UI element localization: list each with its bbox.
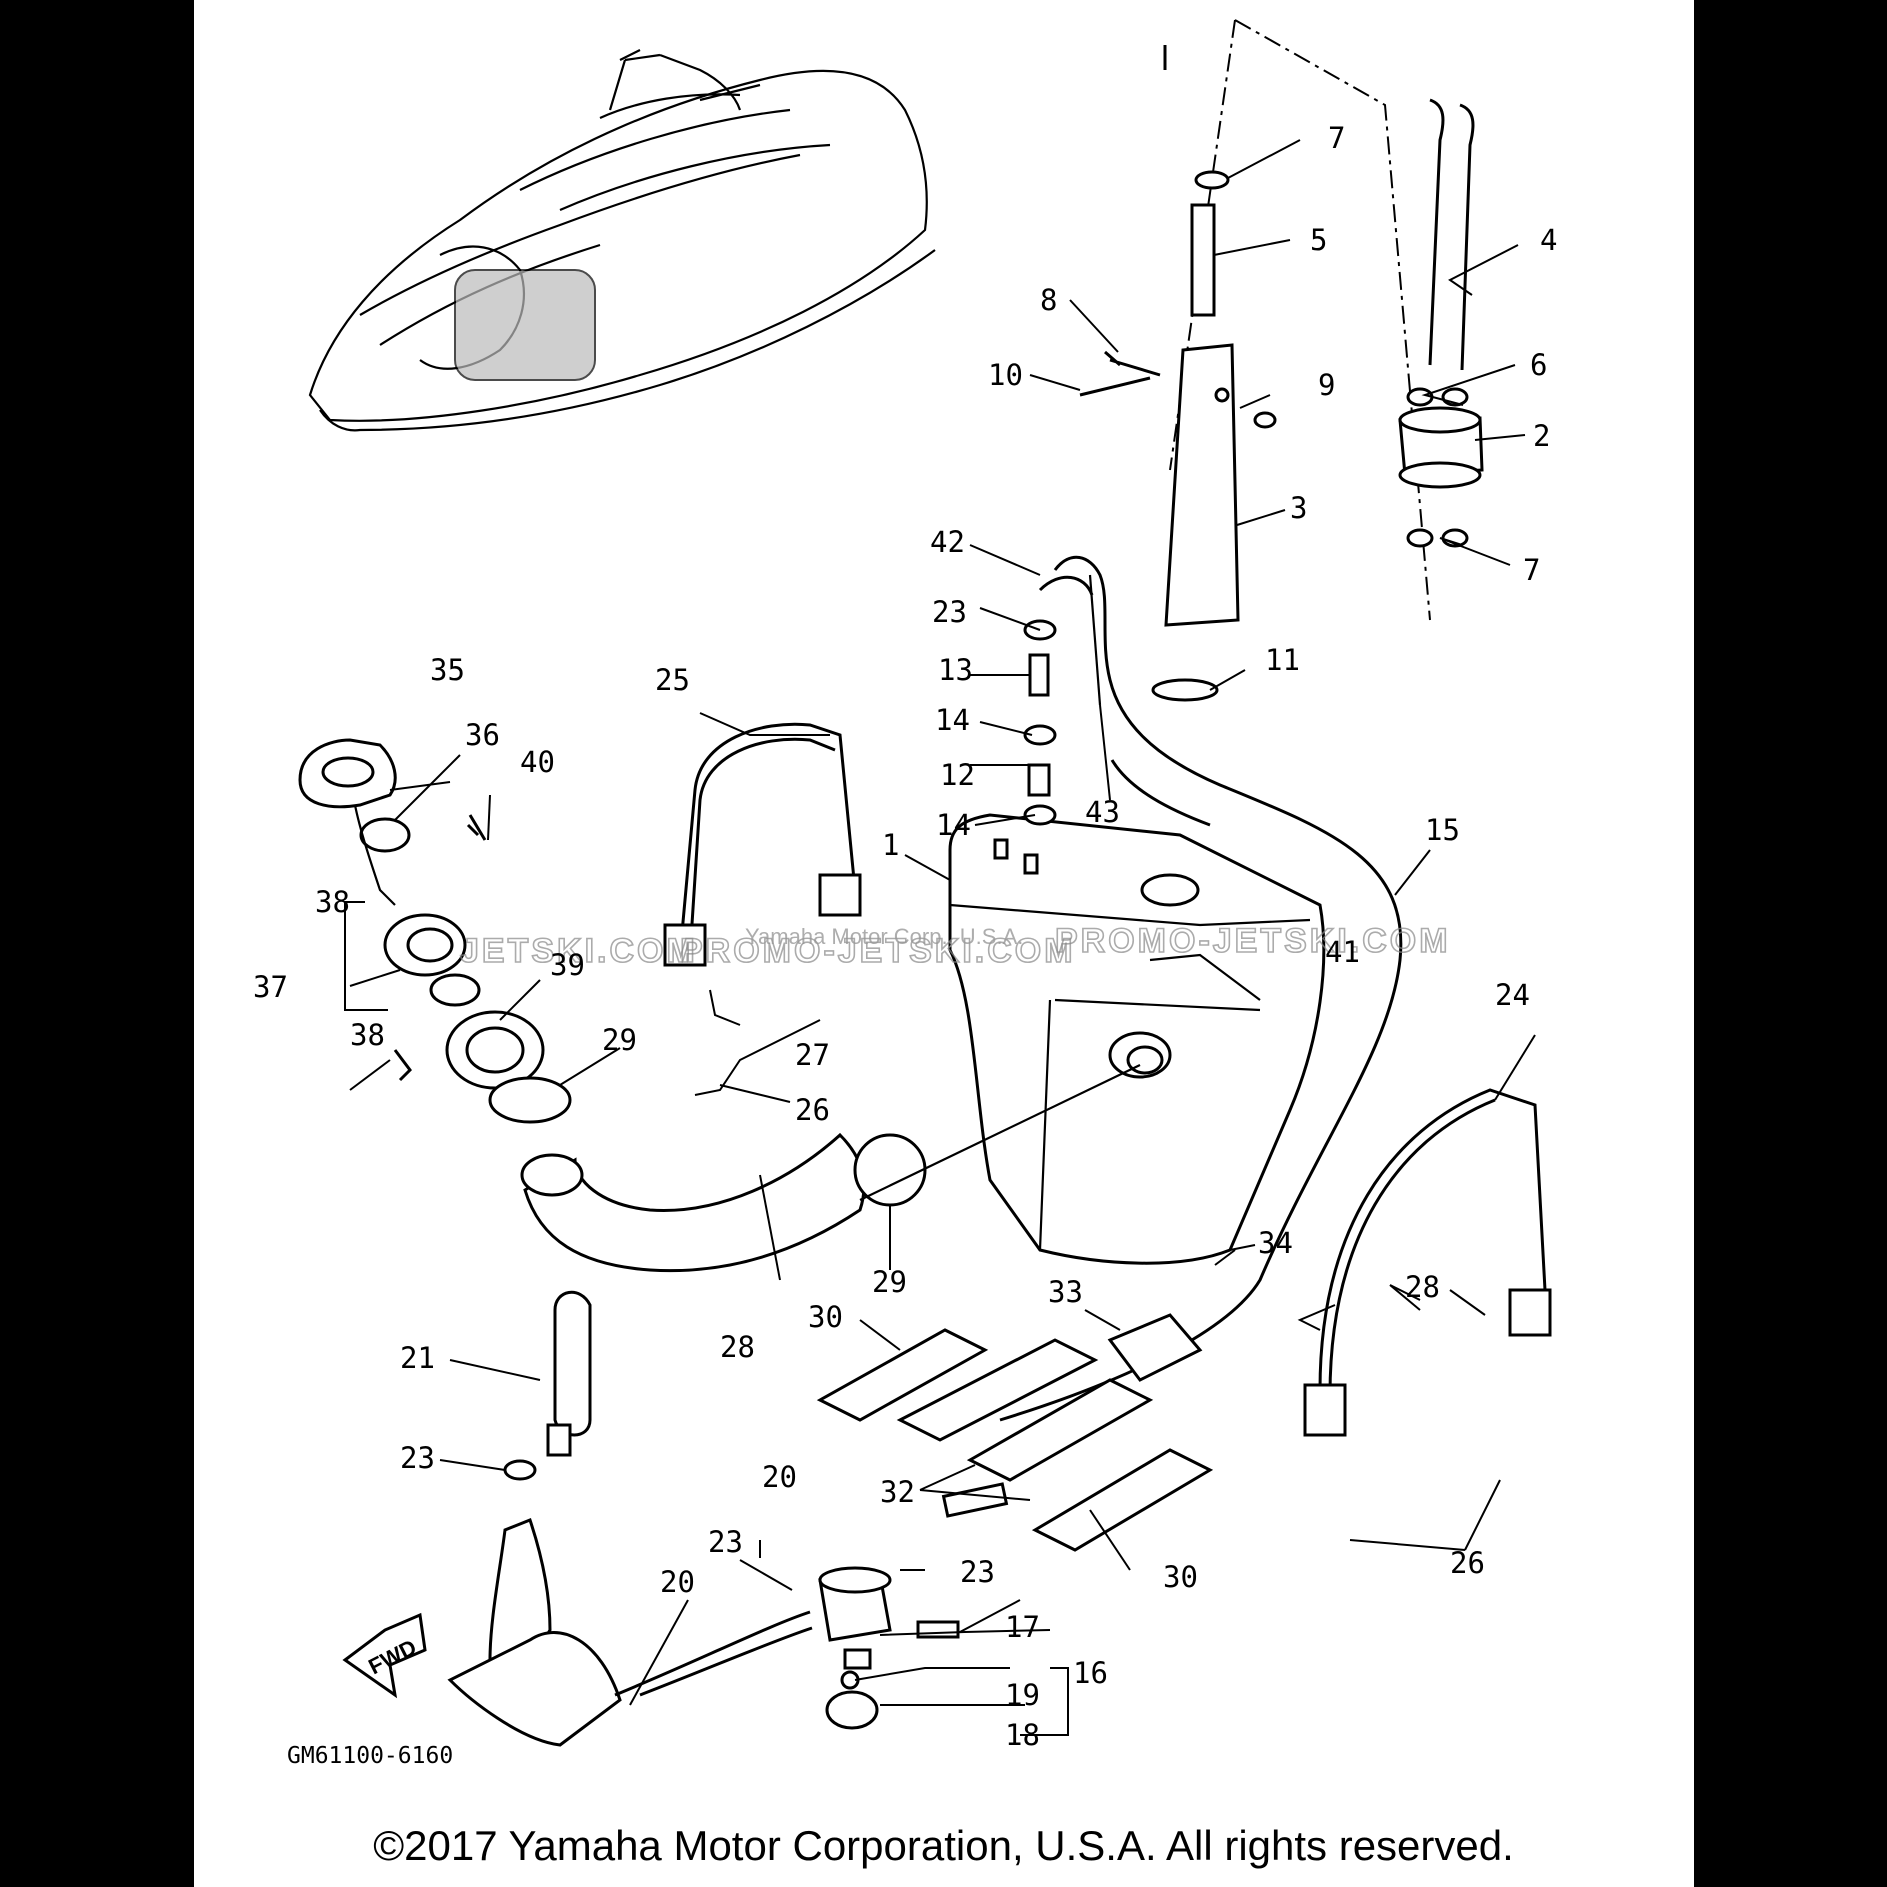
callout-16: 16 — [1073, 1656, 1108, 1690]
callout-29a: 29 — [602, 1023, 637, 1057]
callout-28: 28 — [720, 1330, 755, 1364]
callout-31: 32 — [880, 1475, 915, 1509]
callout-24: 24 — [1495, 978, 1530, 1012]
fuel-filler-tube — [1079, 19, 1431, 627]
watermark-3: PROMO-JETSKI.COM — [1055, 922, 1451, 960]
filler-cap-assembly — [298, 738, 572, 1124]
watermark-1: JETSKI.COM — [460, 932, 698, 970]
callout-37: 38 — [315, 885, 350, 919]
filler-pipe-3 — [1164, 343, 1240, 627]
band-11 — [1151, 678, 1219, 702]
callout-10: 10 — [988, 358, 1023, 392]
filler-hose-28 — [520, 1064, 1141, 1273]
callout-42: 42 — [930, 525, 965, 559]
callout-3: 3 — [1290, 491, 1307, 525]
callout-14a: 14 — [935, 703, 970, 737]
pads — [816, 1328, 1214, 1552]
callout-5: 5 — [1310, 223, 1327, 257]
callout-9: 9 — [1318, 368, 1335, 402]
callout-43: 43 — [1085, 795, 1120, 829]
tank-band-25 — [663, 722, 862, 967]
callout-2: 2 — [1533, 419, 1550, 453]
callout-27a: 27 — [795, 1038, 830, 1072]
fuel-filter-22 — [447, 1290, 622, 1747]
callout-17: 17 — [1005, 1610, 1040, 1644]
clamp-7-top — [1194, 170, 1230, 190]
callout-6: 6 — [1530, 348, 1547, 382]
callout-22: 21 — [400, 1341, 435, 1375]
callout-41: 41 — [1325, 935, 1360, 969]
callouts: 7 5 4 6 2 3 7 8 9 10 42 23 11 13 14 12 4… — [253, 121, 1557, 1769]
callout-38: 38 — [350, 1018, 385, 1052]
leader-lines — [344, 139, 1536, 1736]
o-ring-35 — [359, 817, 411, 853]
callout-27b: 28 — [1405, 1270, 1440, 1304]
pad-31-b — [966, 1378, 1154, 1482]
pad-30-left — [816, 1328, 989, 1422]
callout-20: 20 — [762, 1460, 797, 1494]
callout-39: 39 — [550, 948, 585, 982]
callout-11: 11 — [1265, 643, 1300, 677]
callout-8: 8 — [1040, 283, 1057, 317]
callout-23c: 23 — [960, 1555, 995, 1589]
fwd-arrow-icon — [342, 1612, 427, 1699]
fittings-stack — [1023, 619, 1057, 826]
callout-4: 4 — [1540, 223, 1557, 257]
callout-15: 15 — [1425, 813, 1460, 847]
callout-35: 36 — [465, 718, 500, 752]
callout-23d: 23 — [708, 1525, 743, 1559]
callout-14b: 14 — [936, 808, 971, 842]
callout-26a: 26 — [795, 1093, 830, 1127]
hose-5 — [1190, 203, 1216, 317]
callout-34: 35 — [430, 653, 465, 687]
pad-31-a — [896, 1338, 1099, 1442]
breather-assembly — [1398, 98, 1484, 548]
callout-7b: 7 — [1523, 553, 1540, 587]
fuel-strainer-16 — [614, 1566, 960, 1730]
callout-32: 33 — [1048, 1275, 1083, 1309]
clamp-29-upper — [488, 1076, 572, 1124]
callout-30b: 30 — [1163, 1560, 1198, 1594]
fuel-tank-1 — [948, 678, 1326, 1265]
cap-18 — [825, 1690, 879, 1730]
callout-7: 7 — [1328, 121, 1345, 155]
callout-12: 12 — [940, 758, 975, 792]
watermark-4: Yamaha Motor Corp., U.S.A. — [745, 924, 1023, 949]
callout-23a: 23 — [932, 595, 967, 629]
callout-1: 1 — [882, 828, 899, 862]
vent-hose — [941, 555, 1403, 1518]
callout-18: 18 — [1005, 1718, 1040, 1752]
drawing-code: GM61100-6160 — [287, 1743, 453, 1769]
watercraft-overview-drawing — [308, 49, 936, 432]
clamp-29-lower — [853, 1133, 927, 1207]
callout-33: 34 — [1258, 1226, 1293, 1260]
callout-26b: 26 — [1450, 1546, 1485, 1580]
pad-30-right — [1031, 1448, 1214, 1552]
callout-29b: 29 — [872, 1265, 907, 1299]
callout-19: 19 — [1005, 1678, 1040, 1712]
callout-30a: 30 — [808, 1300, 843, 1334]
tank-band-24 — [1303, 1088, 1552, 1437]
callout-23b: 23 — [400, 1441, 435, 1475]
callout-13: 13 — [938, 653, 973, 687]
copyright-notice: ©2017 Yamaha Motor Corporation, U.S.A. A… — [373, 1822, 1514, 1869]
callout-36: 37 — [253, 970, 288, 1004]
watermark-2: PROMO-JETSKI.COM — [680, 932, 1076, 970]
callout-25: 25 — [655, 663, 690, 697]
bracket-32 — [1107, 1313, 1203, 1382]
callout-40: 40 — [520, 745, 555, 779]
callout-21: 20 — [660, 1565, 695, 1599]
